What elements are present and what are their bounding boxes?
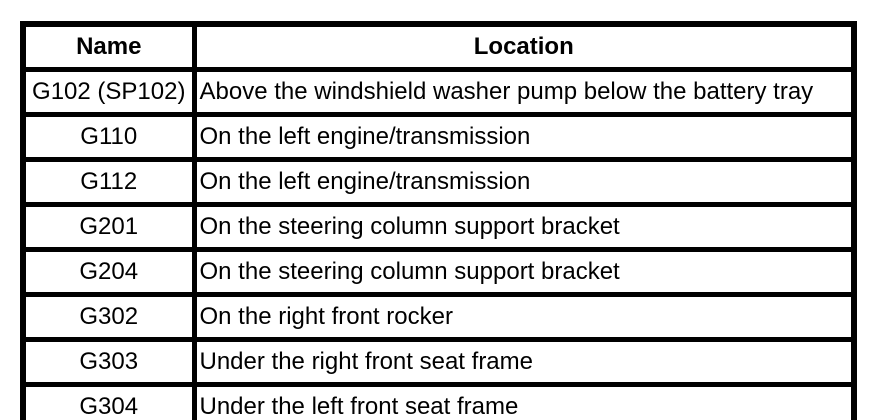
ground-location-cell: On the steering column support bracket	[191, 247, 857, 297]
column-header-location: Location	[191, 21, 857, 72]
ground-name-cell: G102 (SP102)	[20, 67, 197, 117]
table-row: G302 On the right front rocker	[20, 292, 857, 342]
ground-location-cell: On the right front rocker	[191, 292, 857, 342]
table-row: G110 On the left engine/transmission	[20, 112, 857, 162]
column-header-name: Name	[20, 21, 197, 72]
table-row: G304 Under the left front seat frame	[20, 382, 857, 420]
table-row: G112 On the left engine/transmission	[20, 157, 857, 207]
table-row: G201 On the steering column support brac…	[20, 202, 857, 252]
ground-name-cell: G204	[20, 247, 197, 297]
ground-locations-table: Name Location G102 (SP102) Above the win…	[20, 21, 857, 420]
ground-location-cell: Under the right front seat frame	[191, 337, 857, 387]
table-row: G303 Under the right front seat frame	[20, 337, 857, 387]
ground-location-cell: Above the windshield washer pump below t…	[191, 67, 857, 117]
table-header-row: Name Location	[20, 21, 857, 72]
ground-name-cell: G201	[20, 202, 197, 252]
table-row: G204 On the steering column support brac…	[20, 247, 857, 297]
ground-location-cell: On the steering column support bracket	[191, 202, 857, 252]
ground-name-cell: G112	[20, 157, 197, 207]
table-row: G102 (SP102) Above the windshield washer…	[20, 67, 857, 117]
ground-location-cell: On the left engine/transmission	[191, 112, 857, 162]
ground-name-cell: G304	[20, 382, 197, 420]
ground-name-cell: G303	[20, 337, 197, 387]
ground-name-cell: G302	[20, 292, 197, 342]
ground-name-cell: G110	[20, 112, 197, 162]
ground-location-cell: On the left engine/transmission	[191, 157, 857, 207]
ground-location-cell: Under the left front seat frame	[191, 382, 857, 420]
